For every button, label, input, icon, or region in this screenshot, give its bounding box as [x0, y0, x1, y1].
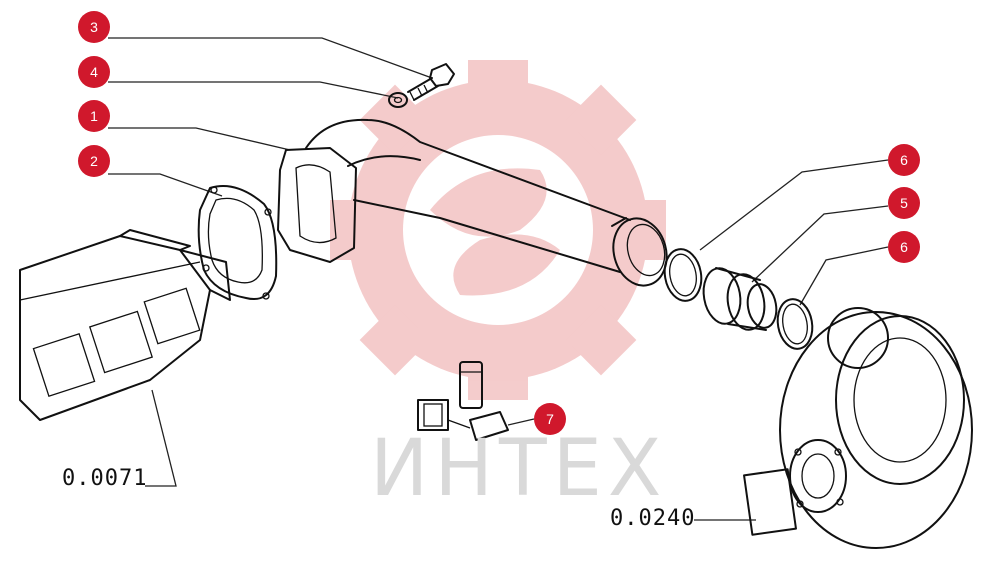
turbocharger-part [743, 307, 973, 549]
sealant-kit-part [417, 361, 509, 441]
o-ring-part-upper [663, 248, 703, 302]
callout-3[interactable]: 3 [78, 11, 110, 43]
callout-1[interactable]: 1 [78, 100, 110, 132]
washer-part [388, 92, 408, 108]
sleeve-part [702, 267, 778, 331]
reference-right: 0.0240 [610, 506, 696, 531]
watermark-text: ИНТЕХ [370, 424, 668, 514]
callout-7[interactable]: 7 [534, 403, 566, 435]
bolt-part [407, 63, 455, 101]
callout-6-lower[interactable]: 6 [888, 231, 920, 263]
callout-2[interactable]: 2 [78, 145, 110, 177]
callout-5[interactable]: 5 [888, 187, 920, 219]
engine-block-part [19, 229, 231, 421]
callout-4[interactable]: 4 [78, 56, 110, 88]
leader-lines [108, 37, 889, 521]
reference-left: 0.0071 [62, 466, 148, 491]
elbow-pipe-part [277, 118, 668, 287]
callout-6-upper[interactable]: 6 [888, 144, 920, 176]
o-ring-part-lower [776, 298, 814, 350]
watermark-gear-logo [330, 60, 666, 400]
gasket-part [197, 185, 278, 300]
